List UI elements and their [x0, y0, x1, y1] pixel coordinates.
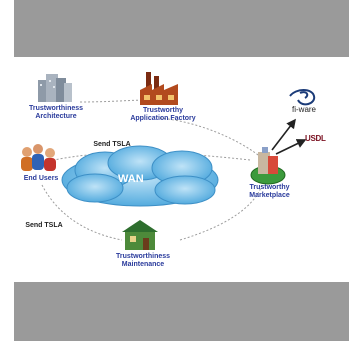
top-gray-bar [14, 0, 349, 57]
market-label: Trustworthy Marketplace [242, 184, 297, 200]
arch-label-line1: Trustworthiness [28, 105, 84, 112]
factory-label-line2: Application Factory [130, 115, 196, 122]
house-icon [122, 220, 158, 250]
maint-label-line1: Trustworthiness [115, 253, 171, 260]
maint-label: Trustworthiness Maintenance [108, 253, 178, 269]
factory-label: Trustworthy Application Factory [128, 107, 198, 123]
fiware-label: fi-ware [292, 105, 317, 114]
edge-arch-factory [79, 99, 151, 103]
arch-label-line2: Architecture [35, 113, 77, 120]
maint-label-line2: Maintenance [121, 261, 165, 268]
bottom-gray-bar [14, 282, 349, 341]
market-arrows [271, 118, 307, 155]
send-tsla-bottom: Send TSLA [25, 222, 63, 229]
fiware-swirl-logo [289, 89, 316, 106]
send-tsla-top: Send TSLA [93, 141, 131, 148]
edge-users-maint [41, 184, 123, 241]
market-label-line1: Trustworthy [249, 184, 290, 191]
edge-factory-market [159, 117, 263, 159]
factory-icon [140, 72, 178, 105]
people-icon [21, 144, 56, 171]
factory-label-line1: Trustworthy [142, 107, 184, 114]
users-label: End Users [23, 175, 59, 182]
wan-cloud-icon [61, 145, 219, 207]
building-cluster-icon [38, 74, 72, 102]
brand-label: USDL [305, 134, 326, 143]
arch-label: Trustworthiness Architecture [26, 105, 86, 121]
wan-label: WAN [118, 173, 144, 185]
market-label-line2: Marketplace [249, 192, 290, 199]
marketplace-globe-icon [250, 147, 286, 185]
